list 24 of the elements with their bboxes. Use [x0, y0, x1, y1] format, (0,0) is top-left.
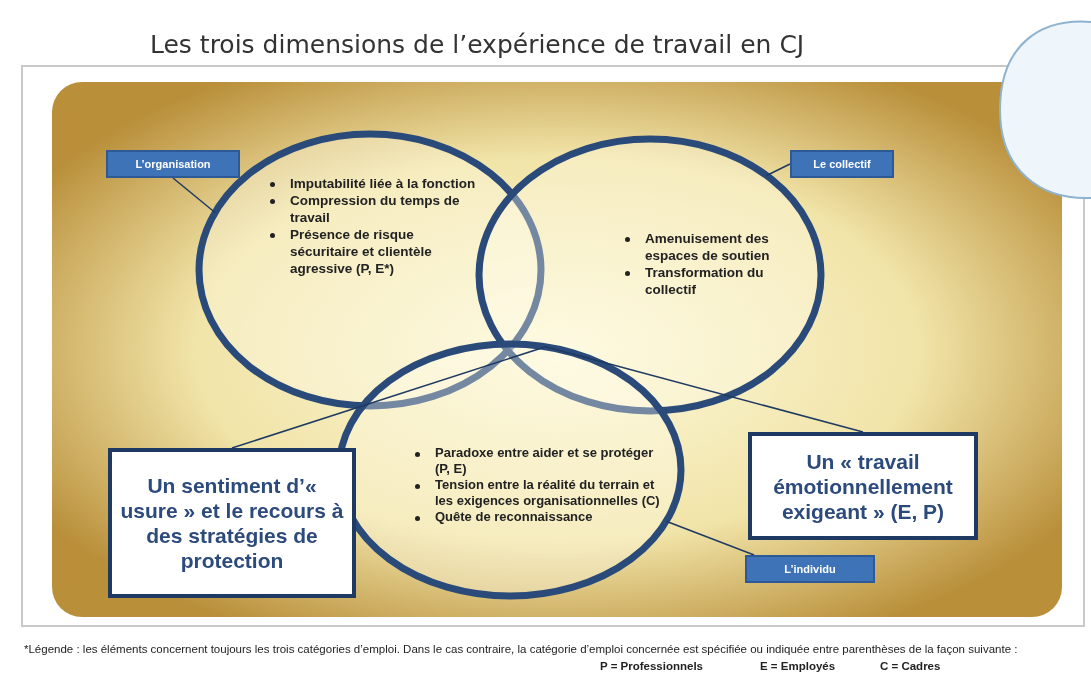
tag-label: L’organisation: [106, 150, 240, 178]
bullet-item: Quête de reconnaissance: [435, 509, 593, 524]
bullet-item: Présence de risque sécuritaire et clientèle agressive (P, E*): [290, 227, 432, 276]
bullet-item: Tension entre la réalité du terrain et les exigences organisationnelles (C): [435, 477, 660, 508]
callout-box: Un « travail émotionnellement exigeant » (E, P): [748, 432, 978, 540]
bullet-item: Imputabilité liée à la fonction: [290, 176, 476, 191]
tag-label: Le collectif: [790, 150, 894, 178]
leader-line: [665, 520, 755, 556]
legend-key: C = Cadres: [880, 660, 941, 672]
bullet-item: Compression du temps de travail: [290, 193, 460, 225]
bullet-item: Transformation du collectif: [645, 265, 764, 297]
tag-label: L’individu: [745, 555, 875, 583]
bullet-item: Paradoxe entre aider et se protéger (P, E): [435, 445, 654, 476]
leader-line: [765, 163, 791, 177]
title: Les trois dimensions de l’expérience de travail en CJ: [150, 30, 805, 59]
leader-line: [172, 177, 216, 214]
callout-box: Un sentiment d’« usure » et le recours à des stratégies de protection: [108, 448, 356, 598]
leader-line: [231, 346, 547, 449]
bullet-item: Amenuisement des espaces de soutien: [645, 231, 770, 263]
leader-line: [544, 346, 864, 433]
legend-key: E = Employés: [760, 660, 836, 672]
venn-circle: [475, 135, 825, 415]
footnote: *Légende : les éléments concernent toujours les trois catégories d’emploi. Dans le cas contraire, la catégorie d’emploi concernée est spécifiée ou indiquée entre parenthèses de la façon suivante :: [24, 642, 1019, 657]
legend-key: P = Professionnels: [600, 660, 703, 672]
